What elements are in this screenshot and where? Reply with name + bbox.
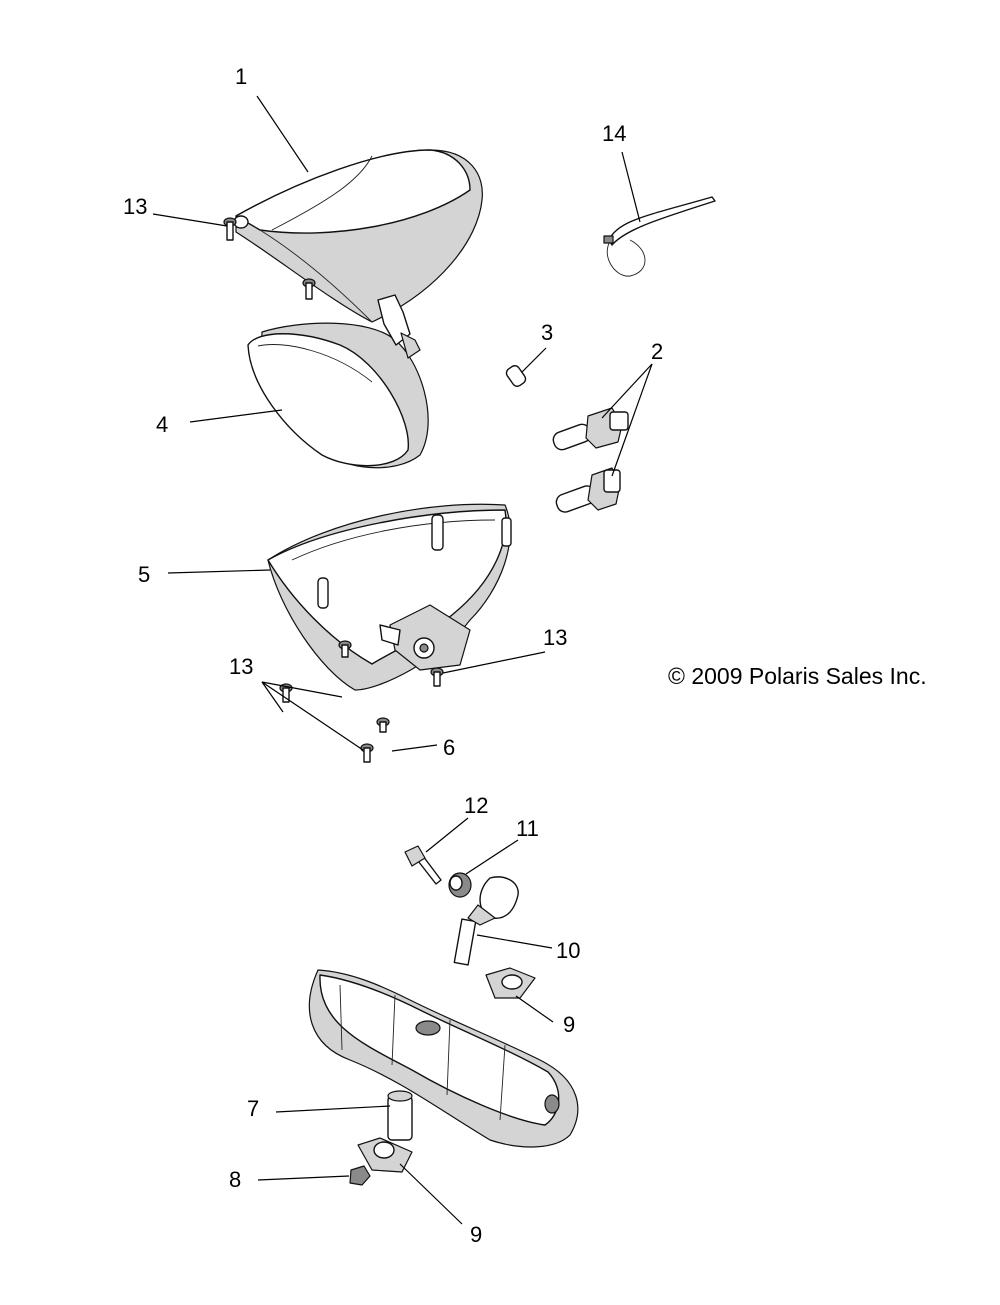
screw-13-lower-b xyxy=(430,667,444,687)
headlight-bulb-upper xyxy=(552,407,629,451)
callout-5: 5 xyxy=(138,562,150,587)
copyright-notice: © 2009 Polaris Sales Inc. xyxy=(668,663,927,689)
small-bulb xyxy=(505,365,527,387)
leader-13-left-a xyxy=(261,681,343,698)
leader-9-lower xyxy=(399,1163,463,1225)
callout-2: 2 xyxy=(651,339,663,364)
callout-9-lower: 9 xyxy=(470,1222,482,1247)
callout-11: 11 xyxy=(516,816,539,841)
callout-3: 3 xyxy=(541,320,553,345)
callout-4: 4 xyxy=(156,412,168,437)
bracket-10 xyxy=(453,876,519,966)
leader-2a xyxy=(601,363,653,419)
leader-5 xyxy=(167,569,271,574)
callout-7: 7 xyxy=(247,1096,259,1121)
spacer-11 xyxy=(448,872,472,898)
screw-6 xyxy=(376,717,390,733)
leader-13-left-b xyxy=(261,681,284,713)
headlight-assembly xyxy=(247,294,429,469)
leader-lines xyxy=(152,95,653,1225)
leader-12 xyxy=(425,817,469,853)
leader-7 xyxy=(275,1105,391,1113)
callout-13-left: 13 xyxy=(229,654,253,679)
sleeve-7 xyxy=(387,1090,413,1141)
cable-tie xyxy=(603,196,716,277)
screw-13-upper-right xyxy=(302,278,316,300)
leader-14 xyxy=(621,151,641,223)
callout-14: 14 xyxy=(602,121,626,146)
callout-8: 8 xyxy=(229,1167,241,1192)
leader-9-upper xyxy=(515,995,554,1023)
leader-3 xyxy=(521,347,547,373)
leader-13-left-c xyxy=(261,681,364,751)
headlight-cover xyxy=(233,149,483,323)
leader-6 xyxy=(391,744,438,752)
callout-13-right: 13 xyxy=(543,625,567,650)
headlight-housing xyxy=(267,503,512,691)
leader-8 xyxy=(257,1175,350,1181)
screw-13-lower-a xyxy=(338,640,352,658)
nut-8 xyxy=(349,1165,371,1186)
screw-13-upper-left xyxy=(223,217,237,241)
leader-4 xyxy=(189,409,283,423)
leader-11 xyxy=(465,839,519,875)
callout-labels: 1 14 13 3 2 4 5 13 13 6 12 11 10 9 7 8 9 xyxy=(123,64,663,1247)
headlight-bulb-lower xyxy=(555,467,621,513)
callout-12: 12 xyxy=(464,793,488,818)
bushing-9-lower xyxy=(357,1137,413,1173)
leader-13-top xyxy=(152,213,228,227)
callout-13-top: 13 xyxy=(123,194,147,219)
screw-13-lower-d xyxy=(360,743,374,763)
callout-9-upper: 9 xyxy=(563,1012,575,1037)
leader-1 xyxy=(256,95,309,173)
handlebar-mount xyxy=(308,969,579,1148)
callout-10: 10 xyxy=(556,938,580,963)
leader-13-right xyxy=(442,651,546,674)
callout-1: 1 xyxy=(235,64,247,89)
leader-2b xyxy=(611,363,653,477)
bolt-12 xyxy=(404,845,442,885)
bushing-9-upper xyxy=(485,967,536,999)
leader-10 xyxy=(476,934,553,949)
callout-6: 6 xyxy=(443,735,455,760)
